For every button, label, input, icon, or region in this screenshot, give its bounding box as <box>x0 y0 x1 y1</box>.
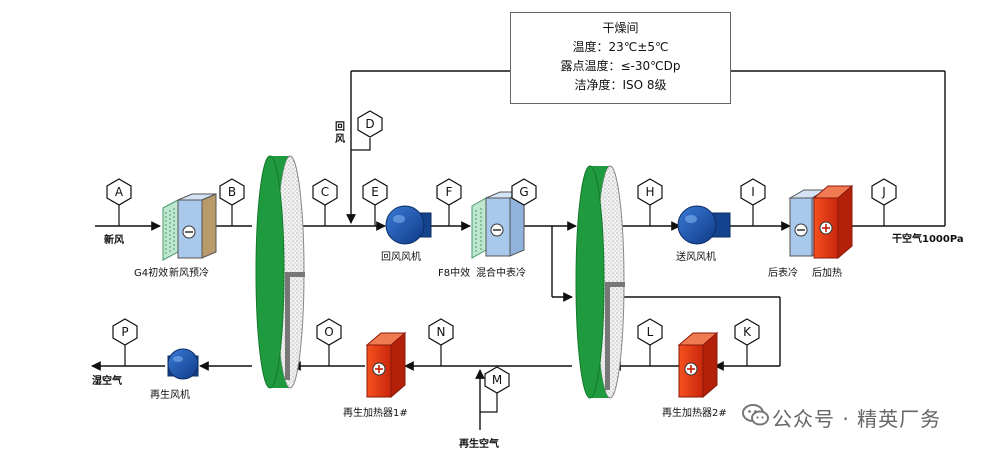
point-j: J <box>871 178 897 206</box>
label-post-cooler: 后表冷 <box>768 268 798 279</box>
supply-fan <box>677 205 731 245</box>
point-n: N <box>428 318 454 346</box>
label-return-fan: 回风风机 <box>381 252 421 263</box>
point-d: D <box>357 110 383 138</box>
point-i: I <box>740 178 766 206</box>
label-regen-air: 再生空气 <box>459 439 499 450</box>
g4-filter <box>162 199 179 261</box>
point-a: A <box>106 178 132 206</box>
label-supply-fan: 送风风机 <box>676 252 716 263</box>
label-wet-air: 湿空气 <box>92 376 122 387</box>
regen-heater-2 <box>677 331 719 399</box>
room-dew-point: 露点温度：≤-30℃Dp <box>560 59 681 73</box>
room-cleanliness: 洁净度：ISO 8级 <box>574 78 667 92</box>
label-regen-heater-2: 再生加热器2# <box>662 408 727 419</box>
point-b: B <box>219 178 245 206</box>
room-temperature: 温度：23℃±5℃ <box>572 40 669 54</box>
point-m: M <box>484 366 510 394</box>
regen-heater-1 <box>365 331 407 399</box>
point-c: C <box>312 178 338 206</box>
label-fresh-air: 新风 <box>104 235 124 246</box>
room-title: 干燥间 <box>602 21 639 35</box>
label-dry-air: 干空气1000Pa <box>892 234 964 245</box>
wechat-icon <box>742 404 769 426</box>
point-l: L <box>637 318 663 346</box>
label-post-heater: 后加热 <box>812 268 842 279</box>
post-heater <box>812 184 854 260</box>
point-k: K <box>734 318 760 346</box>
label-return-air: 回风 <box>335 122 345 145</box>
watermark-text: 公众号 · 精英厂务 <box>772 407 942 431</box>
point-h: H <box>637 178 663 206</box>
label-mix-cooler: 混合中表冷 <box>476 268 526 279</box>
regen-fan <box>167 348 199 380</box>
label-g4-filter: G4初效 <box>134 268 169 279</box>
label-f8-filter: F8中效 <box>438 268 471 279</box>
label-fresh-precool: 新风预冷 <box>169 268 209 279</box>
desiccant-wheel-2 <box>575 165 625 399</box>
return-fan <box>385 205 432 245</box>
point-g: G <box>511 178 537 206</box>
drying-room-info-box: 干燥间 温度：23℃±5℃ 露点温度：≤-30℃Dp 洁净度：ISO 8级 <box>510 12 731 104</box>
label-regen-heater-1: 再生加热器1# <box>343 408 408 419</box>
point-e: E <box>362 178 388 206</box>
fresh-precool-coil <box>177 193 217 259</box>
label-regen-fan: 再生风机 <box>150 390 190 401</box>
desiccant-wheel-1 <box>255 155 305 389</box>
point-f: F <box>436 178 462 206</box>
f8-filter <box>471 197 487 259</box>
point-p: P <box>112 318 138 346</box>
point-o: O <box>316 318 342 346</box>
